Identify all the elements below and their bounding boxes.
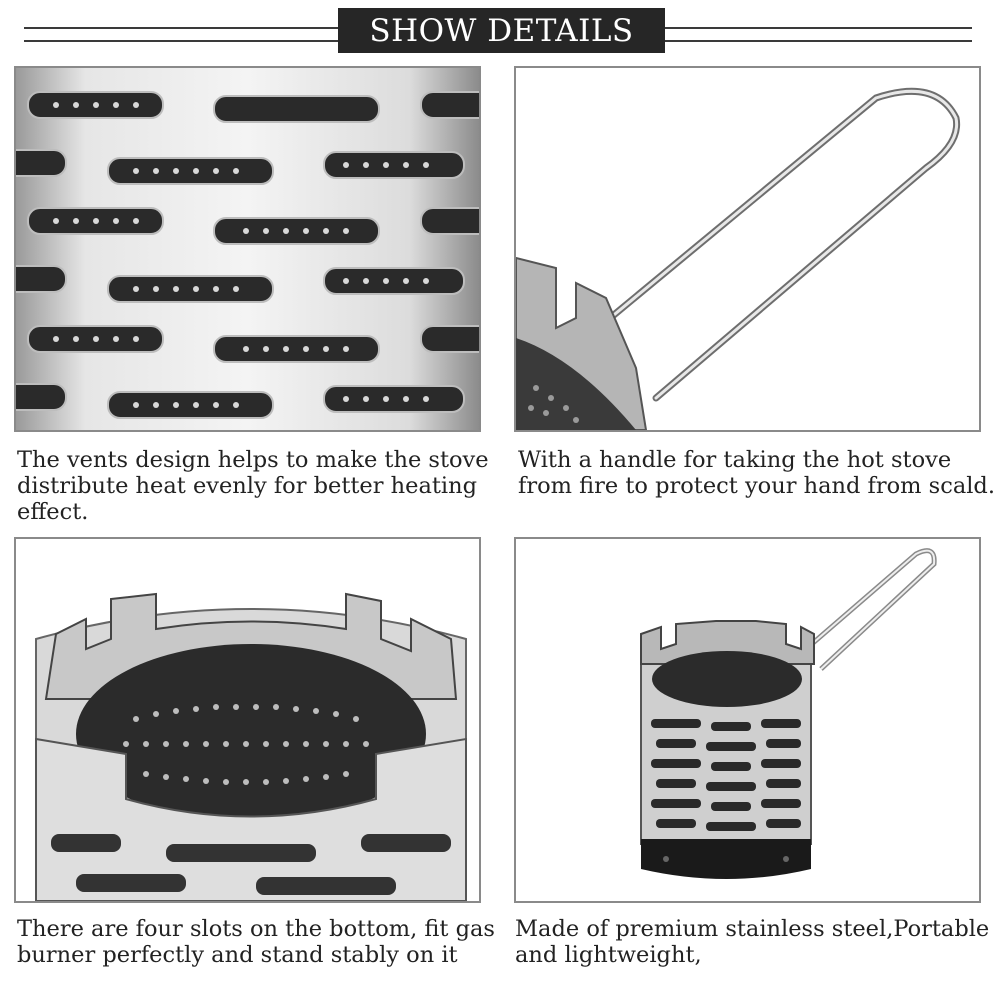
- product-illustration: [516, 539, 979, 901]
- material-caption: Made of premium stainless steel,Portable…: [515, 916, 990, 968]
- header-rule-left-bottom: [24, 40, 342, 42]
- bottom-slots-illustration: [16, 539, 479, 901]
- handle-caption: With a handle for taking the hot stove f…: [518, 447, 995, 499]
- handle-illustration: [516, 68, 979, 430]
- vents-caption: The vents design helps to make the stove…: [17, 447, 489, 525]
- vents-closeup-image: [14, 66, 481, 432]
- handle-image: [514, 66, 981, 432]
- slots-caption: There are four slots on the bottom, fit …: [17, 916, 495, 968]
- bottom-slots-image: [14, 537, 481, 903]
- product-image: [514, 537, 981, 903]
- header-rule-right-top: [664, 27, 972, 29]
- header-title: SHOW DETAILS: [338, 8, 665, 53]
- header-rule-left-top: [24, 27, 342, 29]
- header-rule-right-bottom: [664, 40, 972, 42]
- vents-closeup-illustration: [16, 68, 479, 430]
